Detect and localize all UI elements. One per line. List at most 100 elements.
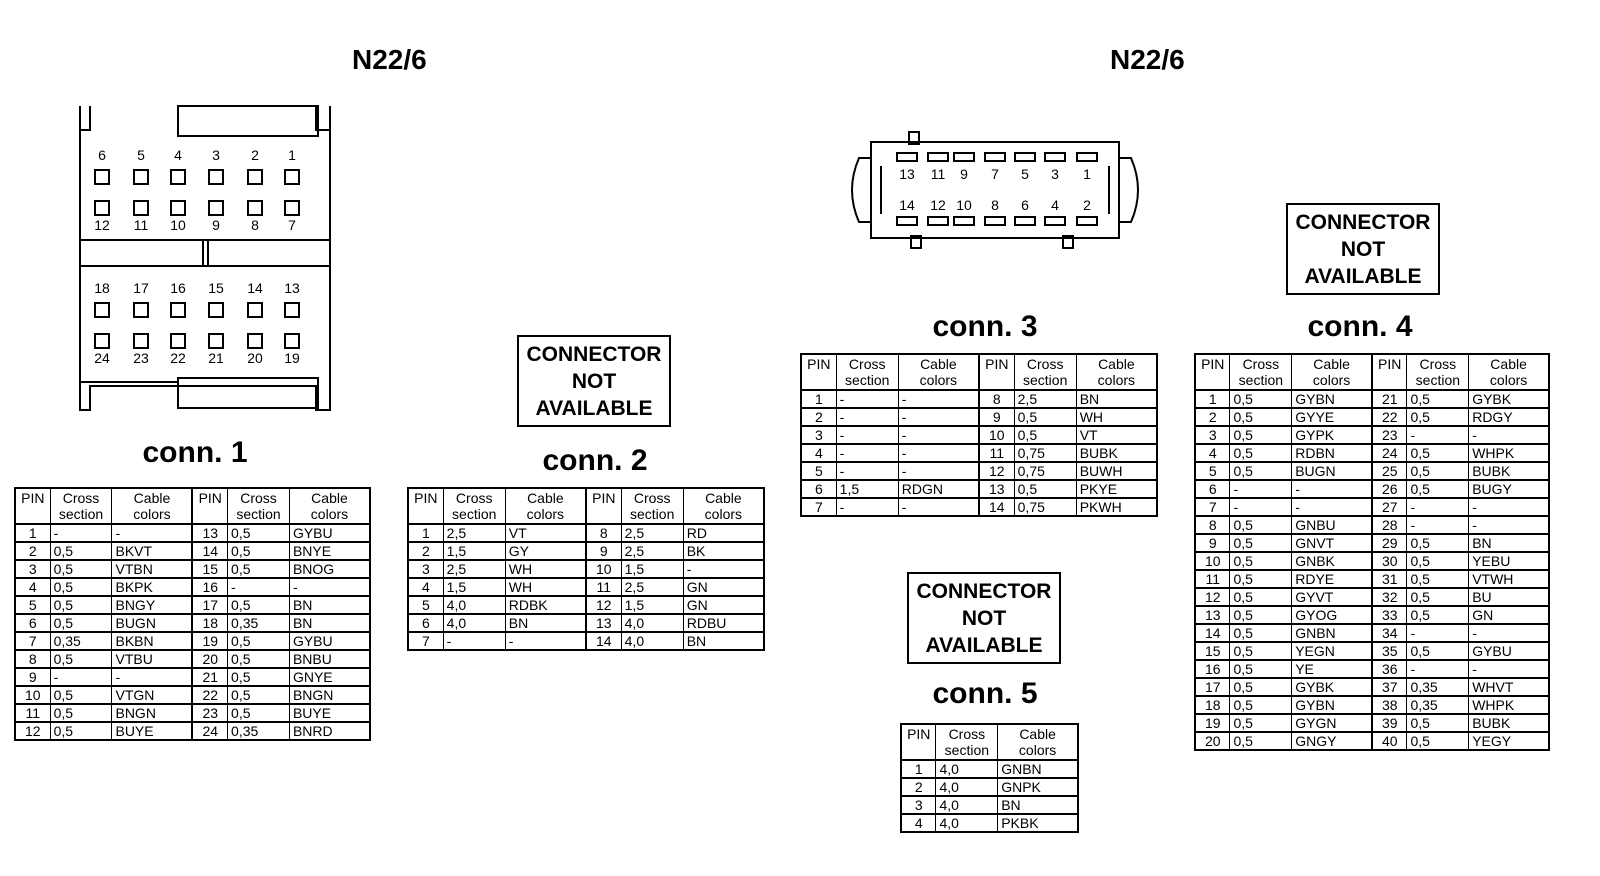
pin-cavity xyxy=(247,169,263,185)
cable-color-cell: GNGY xyxy=(1291,731,1373,750)
header-cross-line2: section xyxy=(236,506,281,522)
pin-number-cell: 2 xyxy=(14,541,51,560)
cable-color-cell: RD xyxy=(682,523,765,542)
pin-number: 9 xyxy=(960,166,968,182)
header-cable-line2: colors xyxy=(919,372,958,388)
header-cable-line1: Cable xyxy=(1019,726,1056,742)
cable-color-cell: BU xyxy=(1468,587,1550,606)
cross-section-cell: 0,5 xyxy=(1013,425,1077,444)
cable-color-cell: YE xyxy=(1291,659,1373,678)
pin-number: 12 xyxy=(930,197,946,213)
cable-color-cell: PKYE xyxy=(1075,479,1158,498)
pin-number: 10 xyxy=(956,197,972,213)
cable-color-cell: - xyxy=(897,443,980,462)
na-line3: AVAILABLE xyxy=(925,634,1043,657)
cable-color-cell: BUWH xyxy=(1075,461,1158,480)
pin-number: 3 xyxy=(212,147,220,163)
pin-number: 15 xyxy=(208,280,224,296)
pin-cavity xyxy=(247,302,263,318)
cable-color-cell: VT xyxy=(504,523,587,542)
cable-color-cell: BUGY xyxy=(1468,479,1550,498)
pin-cavity xyxy=(953,216,975,226)
pin-cavity xyxy=(247,333,263,349)
cable-color-cell: WH xyxy=(1075,407,1158,426)
cross-section-cell: 0,5 xyxy=(227,595,290,614)
pin-number-cell: 10 xyxy=(584,559,622,578)
pin-number-cell: 12 xyxy=(977,461,1015,480)
header-pin: PIN xyxy=(407,487,444,525)
pin-cavity xyxy=(133,169,149,185)
cable-color-cell: BN xyxy=(504,613,587,632)
cross-section-cell: 2,5 xyxy=(620,523,684,542)
pin-number-cell: 13 xyxy=(1194,605,1231,624)
pin-number-cell: 17 xyxy=(191,595,229,614)
cross-section-cell: - xyxy=(1406,515,1470,534)
pin-cavity xyxy=(170,169,186,185)
pin-number-cell: 14 xyxy=(584,631,622,650)
cable-color-cell: - xyxy=(897,425,980,444)
cross-section-cell: 0,5 xyxy=(227,703,290,722)
header-cross-line2: section xyxy=(58,506,104,522)
cross-section-cell: 0,75 xyxy=(1013,461,1077,480)
cable-color-cell: RDYE xyxy=(1291,569,1373,588)
connector-not-available-4: CONNECTOR NOT AVAILABLE xyxy=(1286,203,1440,295)
cross-section-cell: 0,5 xyxy=(1013,479,1077,498)
cross-section-cell: 0,5 xyxy=(1406,605,1470,624)
pin-number-cell: 22 xyxy=(1370,407,1408,426)
cross-section-cell: 0,5 xyxy=(1229,731,1293,750)
cross-section-cell: 0,5 xyxy=(1406,479,1470,498)
cable-color-cell: YEBU xyxy=(1468,551,1550,570)
header-cross-line1: Cross xyxy=(948,726,986,742)
cross-section-cell: 2,5 xyxy=(620,577,684,596)
header-cross-line2: section xyxy=(452,506,497,522)
cross-section-cell: 0,35 xyxy=(227,721,290,740)
cross-section-cell: 0,5 xyxy=(1406,713,1470,732)
cable-color-cell: WH xyxy=(504,577,587,596)
pin-number-cell: 14 xyxy=(1194,623,1231,642)
cable-color-cell: GNYE xyxy=(288,667,371,686)
header-cable-line2: colors xyxy=(133,506,171,522)
pin-number-cell: 38 xyxy=(1370,695,1408,714)
pin-number-cell: 18 xyxy=(1194,695,1231,714)
pin-number-cell: 5 xyxy=(14,595,51,614)
pin-number-cell: 1 xyxy=(800,389,837,408)
header-cross-line1: Cross xyxy=(848,356,886,372)
pin-number-cell: 3 xyxy=(407,559,444,578)
pin-number-cell: 7 xyxy=(1194,497,1231,516)
cable-color-cell: GYBU xyxy=(288,523,371,542)
header-cross-line1: Cross xyxy=(1242,356,1280,372)
cross-section-cell: 2,5 xyxy=(620,541,684,560)
pin-number-cell: 31 xyxy=(1370,569,1408,588)
cross-section-cell: 0,5 xyxy=(1229,713,1293,732)
pin-cavity xyxy=(927,216,949,226)
header-cross-line1: Cross xyxy=(1419,356,1457,372)
pin-number-cell: 15 xyxy=(191,559,229,578)
cross-section-cell: 0,5 xyxy=(227,631,290,650)
cross-section-cell: 0,5 xyxy=(1229,605,1293,624)
cable-color-cell: YEGY xyxy=(1468,731,1550,750)
cross-section-cell: 0,5 xyxy=(49,721,113,740)
pin-number: 14 xyxy=(899,197,915,213)
pin-number-cell: 12 xyxy=(584,595,622,614)
cable-color-cell: GN xyxy=(1468,605,1550,624)
